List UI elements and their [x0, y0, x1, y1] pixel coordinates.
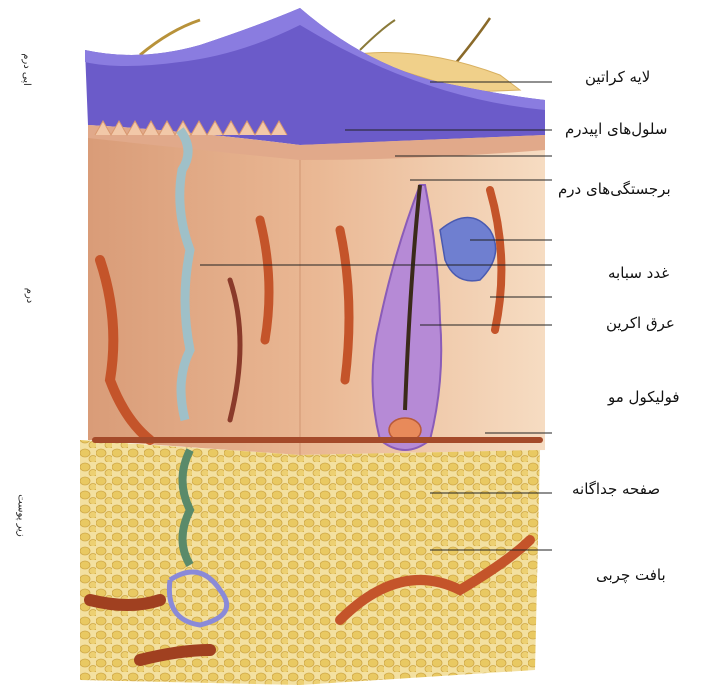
label-sebaceous: غدد سبابه [608, 264, 669, 282]
label-dermal-papillae: برجستگی‌های درم [558, 180, 671, 198]
side-label-epidermis: اپی درم [21, 53, 32, 86]
dermis-block [88, 125, 545, 455]
side-label-hypodermis: زیر پوست [16, 494, 27, 536]
side-label-dermis: درم [24, 288, 35, 303]
label-septum: صفحه جداگانه [572, 480, 660, 498]
label-keratin: لایه کراتین [585, 68, 650, 86]
label-epidermis-cells: سلول‌های اپیدرم [565, 120, 667, 138]
surface-hair [360, 20, 395, 50]
label-follicle: فولیکول مو [608, 388, 680, 406]
label-fat: بافت چربی [596, 566, 666, 584]
label-eccrine: عرق اکرین [606, 314, 675, 332]
hypodermis-block [80, 440, 540, 685]
